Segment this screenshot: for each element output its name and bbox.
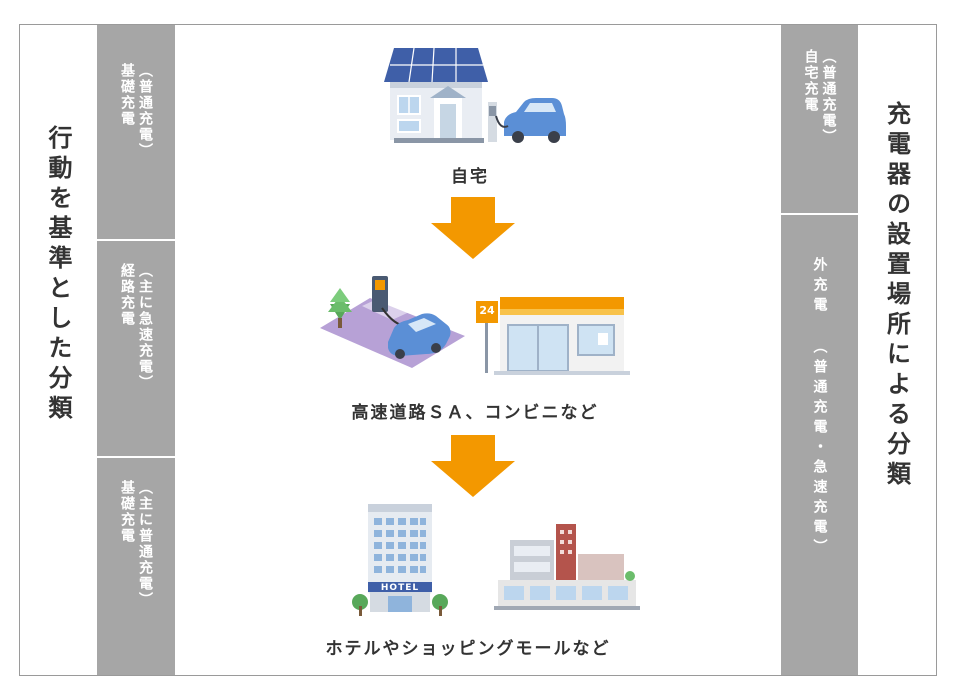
right-section-1-line2: （普通充電） — [820, 49, 837, 145]
right-divider — [781, 213, 858, 215]
left-divider-1 — [97, 239, 175, 241]
left-title: 行動を基準とした分類 — [44, 125, 72, 425]
left-section-1-line1: 基礎充電 — [119, 63, 135, 127]
left-section-3-line1: 基礎充電 — [119, 480, 135, 544]
left-section-basic-home: 基礎充電 （普通充電） — [97, 25, 175, 239]
stage-highway-label: 高速道路ＳＡ、コンビニなど — [351, 403, 599, 423]
ev-charging-station-illustration — [320, 276, 465, 368]
left-section-basic-destination: 基礎充電 （主に普通充電） — [97, 458, 175, 675]
convenience-store-illustration — [476, 297, 630, 375]
left-title-column: 行動を基準とした分類 — [20, 25, 97, 675]
shopping-mall-illustration — [494, 524, 640, 610]
right-category-column — [781, 25, 858, 675]
flow-arrow-2 — [431, 435, 515, 497]
right-title: 充電器の設置場所による分類 — [882, 101, 911, 491]
left-section-3-line2: （主に普通充電） — [137, 480, 153, 608]
hotel-illustration — [352, 504, 448, 616]
left-section-2-line1: 経路充電 — [119, 263, 135, 327]
left-section-route: 経路充電 （主に急速充電） — [97, 241, 175, 456]
hotel-sign: HOTEL — [380, 583, 420, 593]
flow-arrow-1 — [431, 197, 515, 259]
store-24-sign: 24 — [479, 304, 495, 317]
right-section-2-line1: 外充電 （普通充電・急速充電） — [811, 257, 828, 559]
right-section-outside: 外充電 （普通充電・急速充電） — [781, 215, 858, 675]
left-section-2-line2: （主に急速充電） — [137, 263, 153, 391]
left-category-column — [97, 25, 175, 675]
stage-home-label: 自宅 — [451, 167, 489, 187]
left-section-1-line2: （普通充電） — [137, 63, 153, 159]
stage-destination-label: ホテルやショッピングモールなど — [325, 639, 611, 659]
right-title-column: 充電器の設置場所による分類 — [858, 25, 936, 675]
left-divider-2 — [97, 456, 175, 458]
right-section-1-line1: 自宅充電 — [802, 49, 819, 113]
right-section-home: 自宅充電 （普通充電） — [781, 25, 858, 213]
house-with-solar-illustration — [384, 47, 566, 143]
